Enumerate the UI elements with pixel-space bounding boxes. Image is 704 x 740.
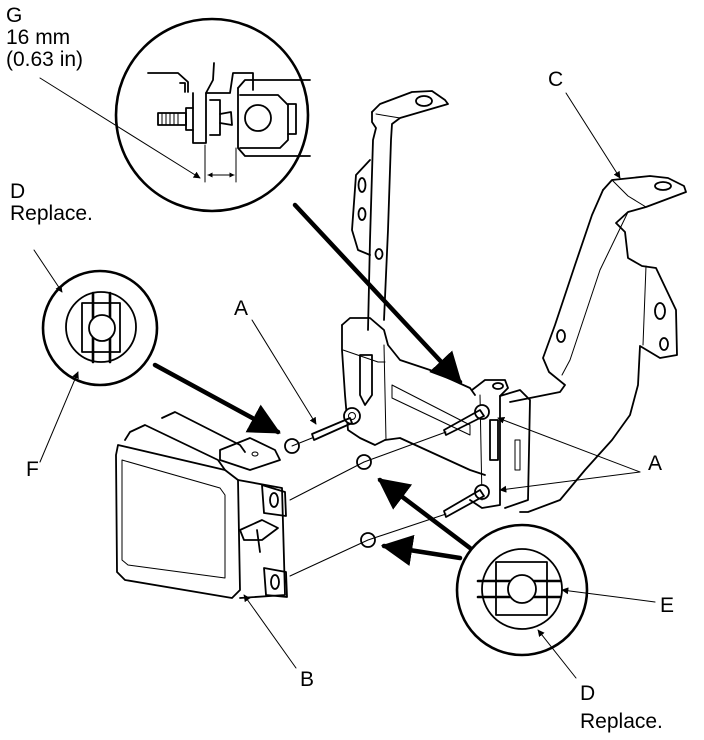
bolt-a-right-top	[443, 404, 490, 436]
detail-view-d-right	[455, 523, 589, 657]
alignment-lines	[289, 431, 447, 577]
leader-lines	[33, 77, 656, 679]
callout-c-letter: C	[548, 68, 563, 91]
callout-b-letter: B	[300, 668, 314, 691]
callout-d-left-note: Replace.	[10, 202, 93, 225]
callout-a-right-letter: A	[648, 452, 662, 475]
callout-f-letter: F	[26, 458, 39, 481]
callout-d-left-letter: D	[10, 180, 25, 203]
callout-g-measure-mm: 16 mm	[6, 26, 70, 49]
callout-g-measure-in: (0.63 in)	[6, 48, 83, 71]
callout-a-top-letter: A	[234, 297, 248, 320]
bracket-c	[509, 175, 687, 513]
callout-d-right-letter: D	[580, 682, 595, 705]
callout-g-letter: G	[6, 4, 22, 27]
callout-d-right-note: Replace.	[580, 710, 663, 733]
bolt-a-left	[311, 407, 361, 441]
bracket-left-arm	[351, 90, 449, 331]
detail-view-d-left	[41, 269, 159, 387]
bolt-a-right-bottom	[443, 484, 490, 518]
callout-e-letter: E	[660, 594, 674, 617]
mounting-plate	[341, 317, 531, 509]
detail-view-g	[114, 17, 311, 213]
unit-b	[115, 411, 288, 599]
